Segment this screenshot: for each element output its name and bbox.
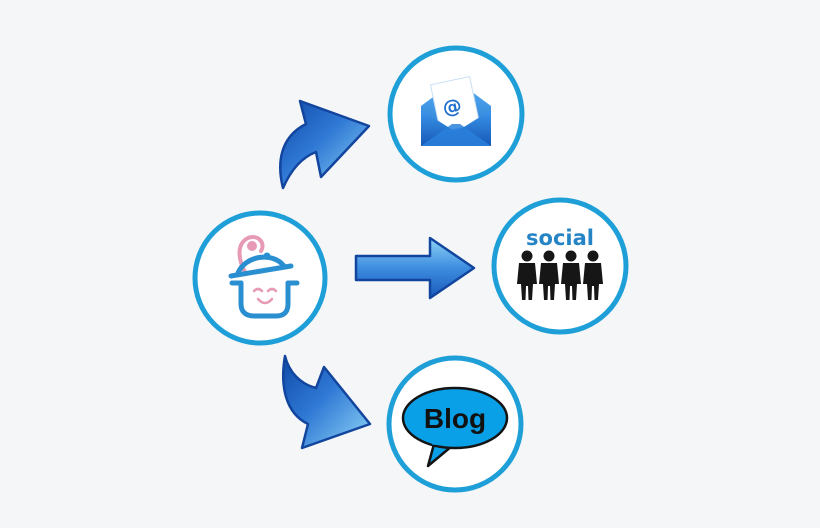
arrow-to-social (354, 236, 476, 300)
blog-node: Blog (386, 355, 524, 493)
social-label: social (526, 226, 594, 250)
email-node: @ (387, 45, 525, 183)
arrow-to-blog (282, 354, 372, 450)
arrow-to-email (279, 99, 371, 190)
source-node (192, 210, 328, 346)
cooking-pot-logo-icon (228, 235, 300, 319)
email-at-symbol: @ (441, 94, 464, 119)
speech-bubble-icon (401, 386, 509, 468)
blog-label: Blog (424, 403, 486, 434)
email-envelope-icon: @ (421, 75, 491, 146)
people-group-icon (517, 250, 603, 300)
social-node: social (491, 197, 629, 335)
